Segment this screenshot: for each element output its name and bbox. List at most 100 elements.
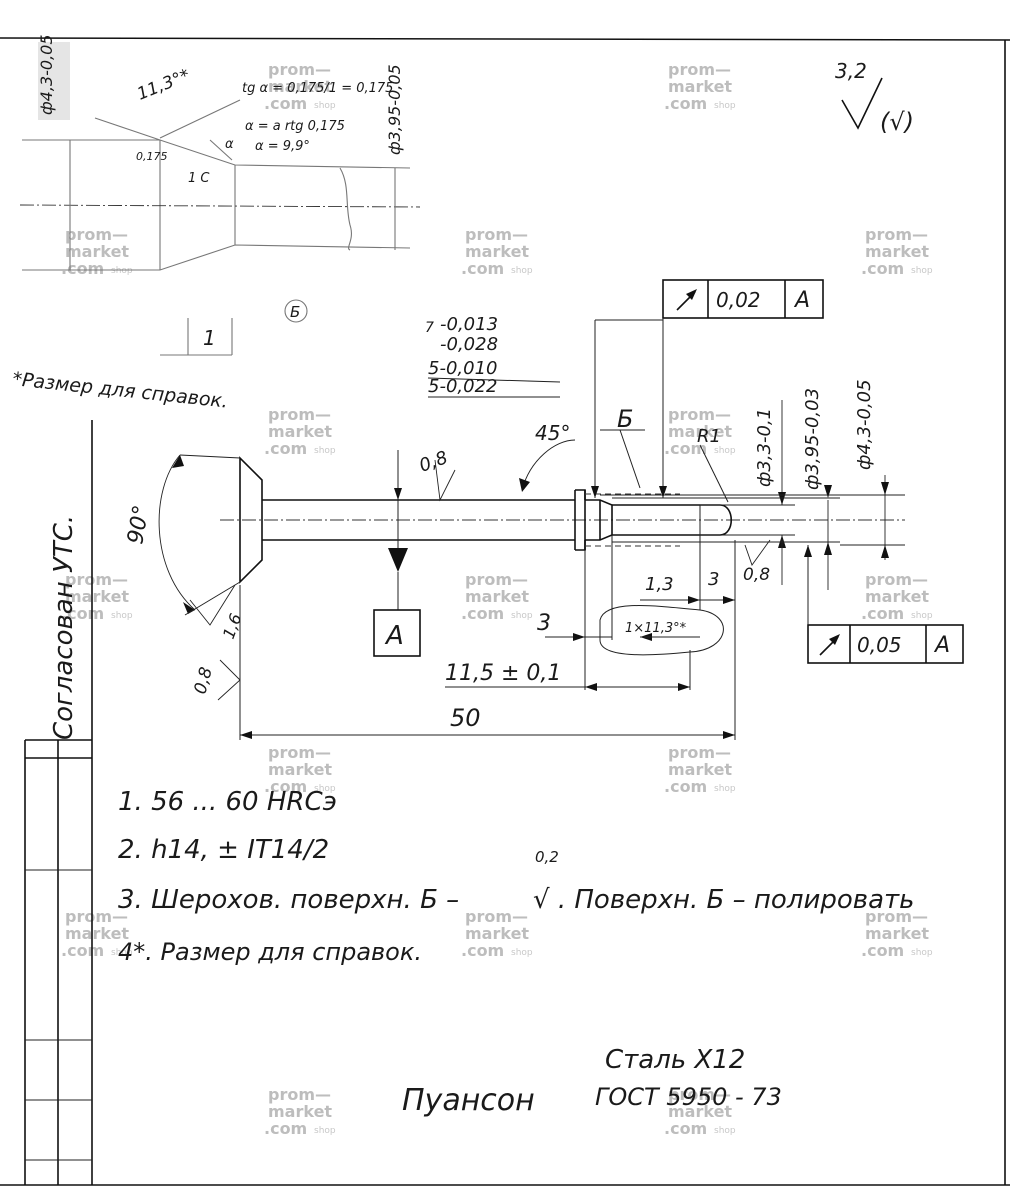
wm-shop: shop: [314, 446, 336, 456]
watermark: prom—market.com shop: [61, 570, 133, 623]
sheet-frame: [0, 37, 1011, 1186]
wm-l2: market: [465, 587, 529, 606]
sketch-view-mark: Б: [290, 303, 300, 321]
wm-l2: market: [865, 924, 929, 943]
wm-l1: prom—: [865, 225, 928, 244]
wm-l3: .com: [664, 777, 707, 796]
wm-shop: shop: [314, 1126, 336, 1136]
sketch-formula-2: α = a rtg 0,175: [245, 119, 345, 134]
tol-lower: -0,028: [440, 334, 498, 355]
wm-shop: shop: [511, 948, 533, 958]
datum-a: A: [373, 609, 421, 657]
wm-l1: prom—: [465, 570, 528, 589]
sketch-formula-3: α = 9,9°: [255, 139, 310, 154]
wm-shop: shop: [511, 611, 533, 621]
frame-top-datum: A: [793, 288, 810, 313]
wm-shop: shop: [111, 266, 133, 276]
wm-l3: .com: [461, 259, 504, 278]
dim-13: 1,3: [645, 574, 674, 595]
wm-l2: market: [268, 77, 332, 96]
tol2-upper: 5-0,010: [428, 358, 497, 379]
wm-l2: market: [668, 1102, 732, 1121]
wm-shop: shop: [911, 611, 933, 621]
diameter-395: ф3,95-0,03: [802, 388, 823, 490]
wm-shop: shop: [111, 611, 133, 621]
wm-l1: prom—: [65, 570, 128, 589]
sketch-label-alpha: α: [225, 137, 234, 152]
wm-l2: market: [65, 587, 129, 606]
tol2-lower: 5-0,022: [428, 376, 497, 397]
wm-shop: shop: [314, 784, 336, 794]
feature-control-frame-bottom: 0,05 A: [804, 545, 964, 664]
tolerance-notes: 7 -0,013 -0,028 5-0,010 5-0,022: [425, 314, 561, 398]
wm-l3: .com: [461, 941, 504, 960]
sketch-dia-left: ф4,3-0,05: [37, 34, 56, 115]
wm-l1: prom—: [268, 1085, 331, 1104]
material-steel: Сталь Х12: [605, 1045, 745, 1075]
wm-shop: shop: [511, 266, 533, 276]
diameter-43: ф4,3-0,05: [854, 379, 875, 470]
roughness-08-top: 0,8: [417, 447, 451, 477]
roughness-08-left: 0,8: [191, 665, 217, 696]
technical-notes: 1. 56 ... 60 HRCэ 2. h14, ± IT14/2 3. Ше…: [118, 787, 914, 966]
dimensions: 90° 45° 0,8 Б R1 0,8 1,6 0,8 ф3,3-0,1 ф3…: [123, 379, 905, 740]
datum-a-label: A: [384, 621, 404, 651]
wm-l2: market: [268, 422, 332, 441]
wm-l1: prom—: [65, 225, 128, 244]
reference-note: *Размер для справок.: [11, 368, 229, 413]
feature-control-frame-top: 0,02 A: [591, 279, 824, 498]
wm-l3: .com: [264, 94, 307, 113]
wm-shop: shop: [714, 1126, 736, 1136]
sketch-dim-1: 1: [203, 326, 216, 350]
watermark: prom—market.com shop: [61, 225, 133, 278]
wm-l3: .com: [664, 1119, 707, 1138]
surface-b-label: Б: [617, 405, 633, 433]
wm-l3: .com: [61, 604, 104, 623]
watermark: prom—market.com shop: [861, 225, 933, 278]
note-3a: 3. Шерохов. поверхн. Б –: [118, 885, 459, 915]
wm-l3: .com: [264, 439, 307, 458]
wm-l2: market: [865, 242, 929, 261]
chamfer-note: 1×11,3°*: [625, 621, 687, 636]
angle-45: 45°: [535, 421, 570, 445]
wm-shop: shop: [111, 948, 133, 958]
wm-l2: market: [65, 242, 129, 261]
roughness-value: 3,2: [835, 59, 867, 83]
wm-shop: shop: [911, 266, 933, 276]
angle-90: 90°: [123, 503, 154, 546]
wm-shop: shop: [714, 446, 736, 456]
frame-top-value: 0,02: [716, 288, 761, 312]
sketch-formula-1: tg α = 0,175/1 = 0,175: [242, 81, 393, 96]
wm-shop: shop: [314, 101, 336, 111]
dim-115: 11,5 ± 0,1: [445, 661, 561, 686]
wm-l3: .com: [861, 941, 904, 960]
wm-l3: .com: [664, 94, 707, 113]
wm-l1: prom—: [865, 570, 928, 589]
sketch-dia-right: ф3,95-0,05: [385, 64, 404, 155]
wm-l1: prom—: [668, 60, 731, 79]
wm-l2: market: [668, 422, 732, 441]
dim-3b: 3: [537, 611, 551, 636]
wm-l3: .com: [664, 439, 707, 458]
wm-l3: .com: [264, 777, 307, 796]
diameter-33: ф3,3-0,1: [754, 408, 775, 487]
wm-l3: .com: [61, 259, 104, 278]
tol-prefix: 7: [425, 320, 434, 336]
wm-shop: shop: [714, 101, 736, 111]
sketch-label-1c: 1 С: [188, 171, 210, 186]
wm-l3: .com: [861, 259, 904, 278]
roughness-bracket: (√): [880, 108, 914, 136]
detail-sketch: ф4,3-0,05 ф3,95-0,05 11,3°* tg α = 0,175…: [19, 34, 421, 356]
tol-upper: -0,013: [440, 314, 498, 335]
dim-3a: 3: [708, 569, 719, 590]
